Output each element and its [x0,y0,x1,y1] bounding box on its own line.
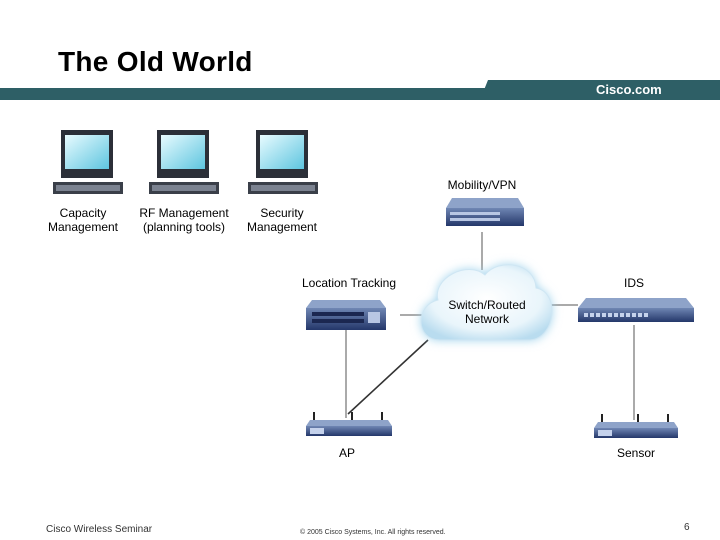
capacity-management-label: Capacity Management [40,206,126,234]
ids-appliance-icon [578,298,694,322]
access-point-icon [306,412,392,436]
footer-copyright: © 2005 Cisco Systems, Inc. All rights re… [300,529,446,536]
computer-icon [149,130,219,194]
computer-icon [53,130,123,194]
vpn-device-icon [446,198,524,226]
slide-title: The Old World [58,46,253,77]
rf-management-label: RF Management (planning tools) [130,206,238,234]
network-cloud-label: Switch/Routed Network [436,298,538,326]
page-number: 6 [684,522,690,533]
label-line: Capacity [59,206,107,220]
location-appliance-icon [306,300,386,330]
computer-icon [248,130,318,194]
sensor-icon [594,414,678,438]
brand-label: Cisco.com [596,82,662,97]
ap-label: AP [338,446,355,460]
network-cloud-icon [420,264,553,341]
header-bar [0,88,720,100]
label-line: Management [47,220,119,234]
label-line: (planning tools) [142,220,226,234]
link-network-ap [347,339,429,415]
location-tracking-label: Location Tracking [301,276,397,290]
sensor-label: Sensor [616,446,656,460]
footer-seminar-name: Cisco Wireless Seminar [46,524,153,535]
label-line: RF Management [139,206,229,220]
label-line: Network [464,312,509,326]
label-line: Management [246,220,318,234]
mobility-vpn-label: Mobility/VPN [447,178,517,192]
label-line: Security [260,206,304,220]
label-line: Switch/Routed [448,298,526,312]
security-management-label: Security Management [238,206,326,234]
ids-label: IDS [623,276,644,290]
